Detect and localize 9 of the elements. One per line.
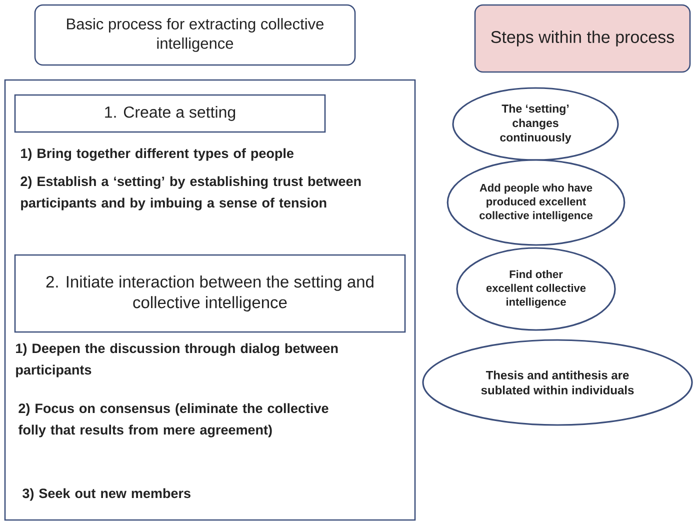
list-item: 1) Deepen the discussion through dialog between participants [16, 343, 338, 378]
process-box: 1. Create a setting [14, 94, 326, 133]
list-item: 2) Establish a ‘setting’ by establishing trust between participants and by imbuing a sense of tension [20, 176, 361, 210]
list-item: 1) Bring together different types of people [21, 148, 294, 161]
heading-box: Steps within the process [474, 4, 691, 73]
list-item: 3) Seek out new members [22, 488, 190, 501]
list-item: 2) Focus on consensus (eliminate the collective folly that results from mere agreement) [18, 403, 328, 438]
process-box: 2. Initiate interaction between the setting and collective intelligence [14, 254, 406, 333]
title-box: Basic process for extracting collective intelligence [34, 4, 356, 66]
